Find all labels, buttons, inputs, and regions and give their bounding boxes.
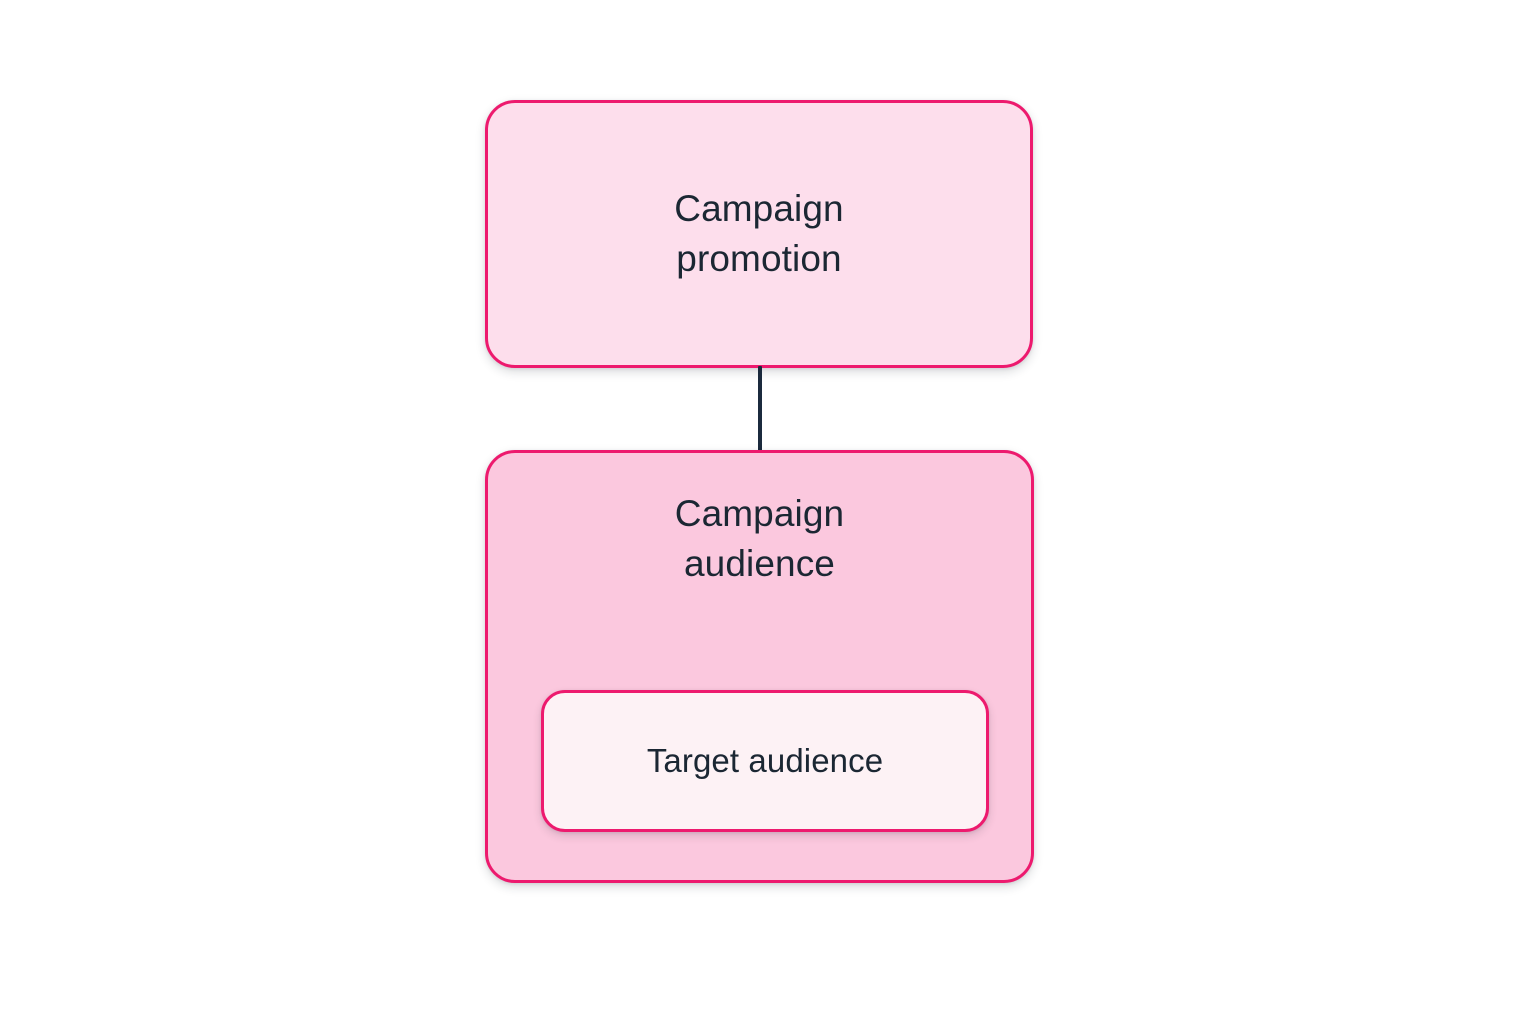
node-target-audience-label: Target audience xyxy=(646,741,884,779)
edge-campaign-promotion-to-campaign-audience xyxy=(758,366,762,452)
node-campaign-audience-label: Campaign audience xyxy=(674,493,845,584)
node-campaign-promotion-label: Campaign promotion xyxy=(674,188,844,279)
node-campaign-audience[interactable]: Campaign audience Target audience xyxy=(485,450,1034,883)
node-campaign-promotion[interactable]: Campaign promotion xyxy=(485,100,1033,368)
node-target-audience[interactable]: Target audience xyxy=(541,690,989,832)
